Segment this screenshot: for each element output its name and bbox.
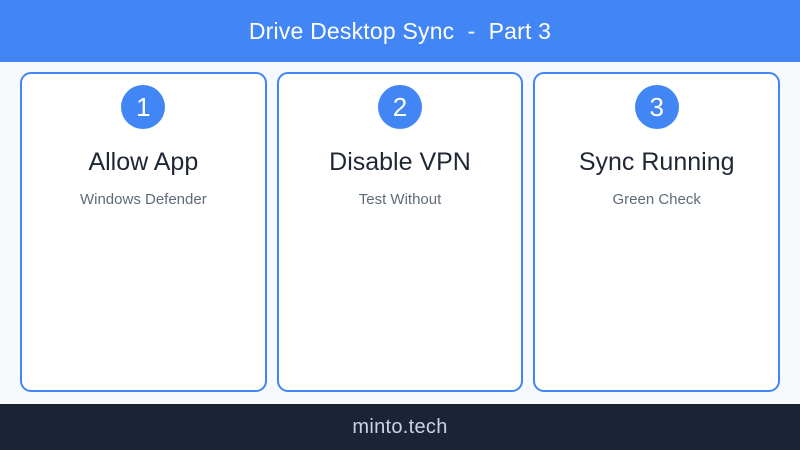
step-card-body (535, 208, 778, 391)
step-number-badge: 2 (378, 85, 422, 129)
step-subtitle: Test Without (358, 190, 442, 208)
slide-header: Drive Desktop Sync - Part 3 (0, 0, 800, 62)
step-card-body (22, 208, 265, 391)
brand-label: minto.tech (352, 415, 448, 438)
step-subtitle: Green Check (612, 190, 701, 208)
step-card-body (279, 208, 522, 391)
step-number-badge: 3 (634, 85, 679, 129)
page-title: Drive Desktop Sync - Part 3 (248, 17, 552, 44)
step-title: Disable VPN (329, 148, 471, 176)
step-title: Allow App (88, 148, 199, 176)
steps-card-row: 1 Allow App Windows Defender 2 Disable V… (0, 62, 800, 404)
step-card-2[interactable]: 2 Disable VPN Test Without (276, 72, 524, 392)
step-card-1[interactable]: 1 Allow App Windows Defender (20, 72, 267, 392)
step-card-3[interactable]: 3 Sync Running Green Check (533, 72, 781, 392)
step-title: Sync Running (578, 148, 735, 176)
step-subtitle: Windows Defender (79, 190, 207, 208)
slide-footer: minto.tech (0, 404, 800, 450)
step-number-badge: 1 (121, 85, 166, 129)
